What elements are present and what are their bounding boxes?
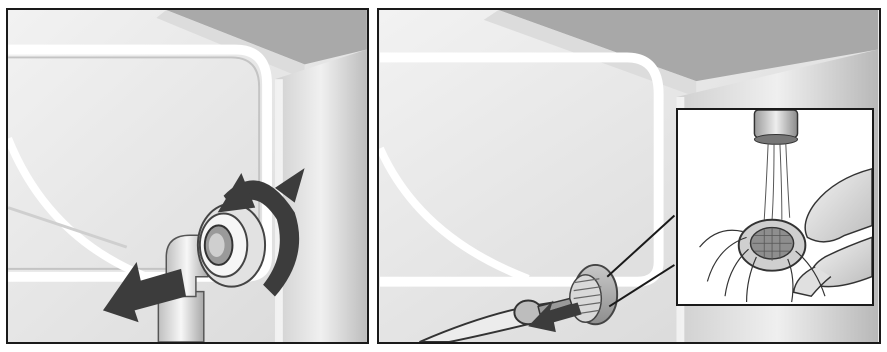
step-panel-unscrew-hose bbox=[6, 8, 369, 344]
step-panel-clean-filter bbox=[377, 8, 881, 344]
filter-rinse-detail bbox=[678, 110, 872, 304]
filter-cleaning-inset bbox=[676, 108, 874, 306]
hose-nut bbox=[198, 204, 265, 287]
mesh-filter-icon bbox=[739, 220, 806, 271]
water-tap-icon bbox=[754, 110, 797, 144]
washing-machine-back-illustration bbox=[8, 10, 367, 342]
